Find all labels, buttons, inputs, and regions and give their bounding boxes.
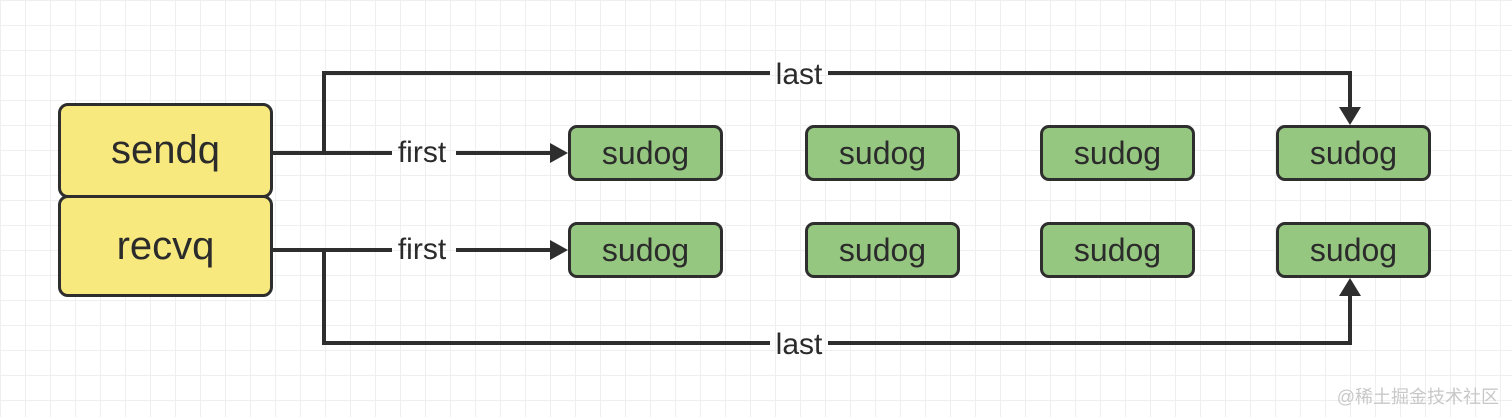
sudog-node-label: sudog [601,134,690,171]
last-connector-line-top-right [828,71,1352,75]
last-connector-rise-bottom [1348,294,1352,345]
first-pointer-label-row1: first [397,136,447,169]
sudog-node: sudog [805,125,960,181]
first-pointer-label-row2: first [397,233,447,266]
last-pointer-label-top: last [775,58,823,91]
queue-label-recvq: recvq [116,223,215,268]
last-connector-line-bottom-right [828,341,1352,345]
sudog-node: sudog [1040,125,1195,181]
first-connector-line-row2 [273,248,392,252]
sudog-node-label: sudog [601,231,690,268]
sudog-node: sudog [1040,222,1195,278]
sudog-node: sudog [1276,125,1431,181]
watermark: @稀土掘金技术社区 [1336,387,1499,407]
queue-label-sendq: sendq [111,128,220,172]
sudog-node: sudog [805,222,960,278]
sudog-node-label: sudog [1073,134,1162,171]
sudog-node-label: sudog [838,134,927,171]
sudog-node: sudog [1276,222,1431,278]
last-connector-branch-bottom [322,250,326,345]
last-connector-drop-top [1348,71,1352,109]
first-connector-line-row1 [273,151,392,155]
last-connector-branch-top [322,71,326,155]
sudog-node-label: sudog [1073,231,1162,268]
last-pointer-label-bottom: last [775,328,823,361]
queue-box-recvq: recvq [58,195,273,297]
queue-box-sendq: sendq [58,103,273,198]
arrowhead-down-icon [1339,107,1361,125]
sudog-node: sudog [568,222,723,278]
first-arrow-row2 [456,240,568,260]
sudog-node: sudog [568,125,723,181]
sudog-node-label: sudog [1309,134,1398,171]
sudog-node-label: sudog [838,231,927,268]
last-connector-line-top-left [322,71,770,75]
first-arrow-row1 [456,143,568,163]
last-connector-line-bottom-left [322,341,770,345]
sudog-node-label: sudog [1309,231,1398,268]
arrowhead-up-icon [1339,278,1361,296]
